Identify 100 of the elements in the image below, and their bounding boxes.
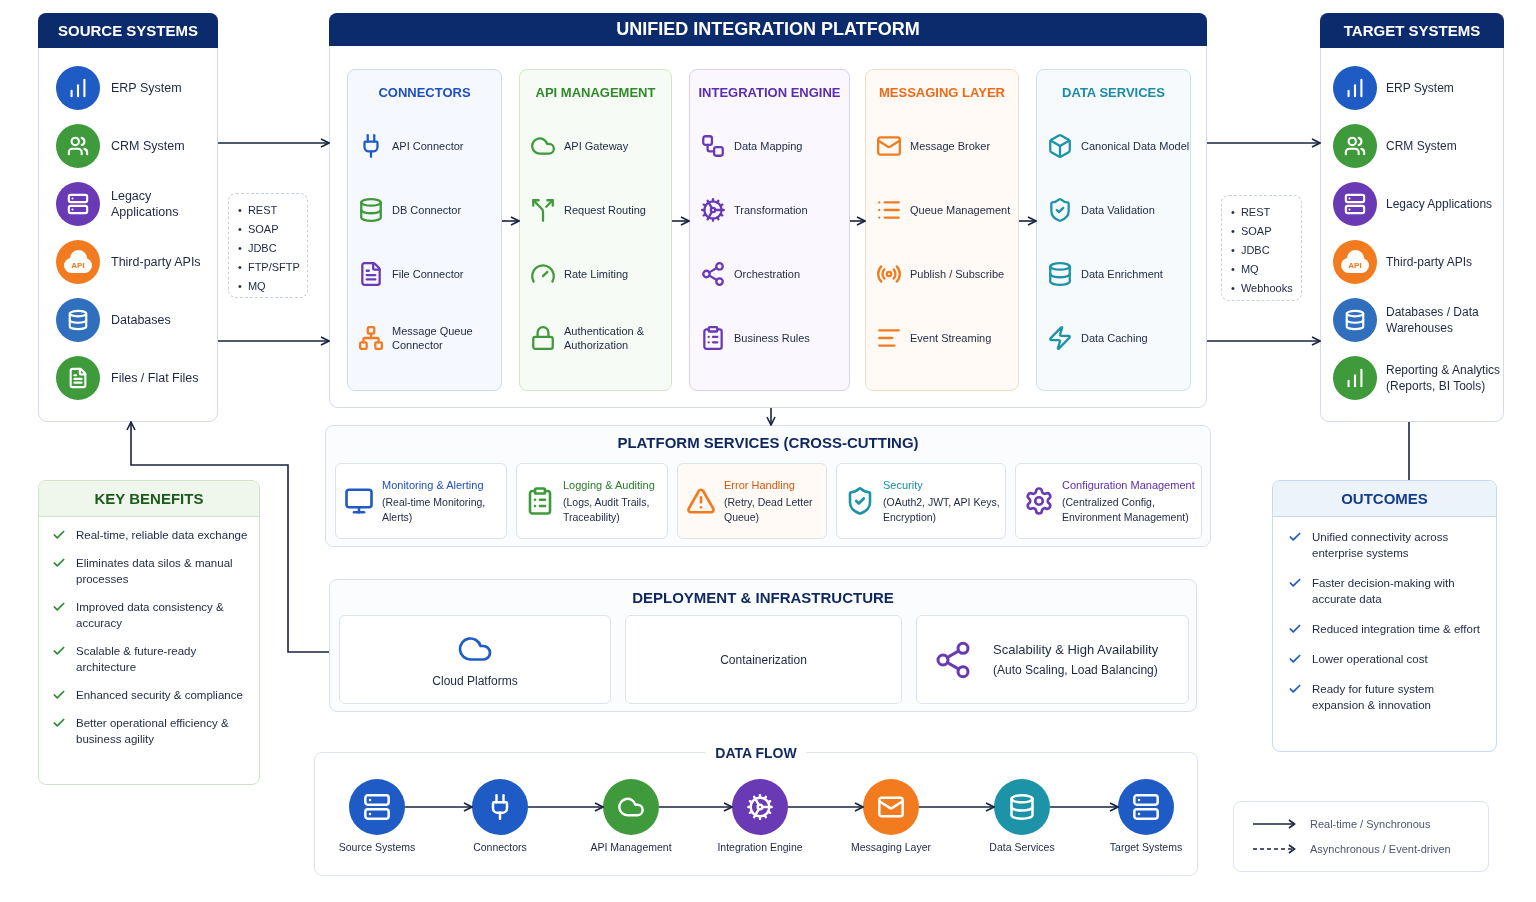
- arrow: [918, 802, 995, 812]
- column-title: CONNECTORS: [378, 85, 471, 101]
- step-caption: Messaging Layer: [851, 841, 931, 854]
- component-name: Data Validation: [1081, 203, 1156, 217]
- arrow: [849, 216, 866, 226]
- component-column: [1036, 69, 1191, 391]
- step-caption: Data Services: [989, 841, 1055, 854]
- service-description: (OAuth2, JWT, API Keys, Encryption): [883, 494, 1001, 525]
- service-card: [1015, 463, 1202, 539]
- protocol-list-box: [1221, 195, 1302, 301]
- list-item-text: Scalable & future-ready architecture: [76, 644, 198, 675]
- column-title: DATA SERVICES: [1062, 85, 1165, 101]
- list-item-text: Faster decision-making with accurate data: [1312, 576, 1456, 607]
- step-caption: Source Systems: [338, 841, 416, 854]
- systems-panel: [1320, 13, 1504, 422]
- service-title: Logging & Auditing: [563, 477, 656, 492]
- system-name: CRM System: [111, 138, 186, 154]
- list-item-text: Reduced integration time & effort: [1312, 622, 1481, 637]
- component-name: Authentication & Authorization: [564, 324, 646, 352]
- component-column: [865, 69, 1019, 391]
- protocol-item: • MQ: [1231, 262, 1259, 277]
- component-name: Message Broker: [910, 139, 992, 153]
- step-caption: API Management: [590, 841, 672, 854]
- deployment-card: [916, 615, 1189, 704]
- card-title: Scalability & High Availability: [993, 641, 1159, 658]
- system-name: ERP System: [1386, 80, 1455, 96]
- arrow: [527, 802, 604, 812]
- database-icon: [994, 779, 1050, 835]
- protocol-item: • FTP/SFTP: [238, 260, 300, 275]
- protocol-item: • Webhooks: [1231, 281, 1293, 296]
- arrow: [1206, 336, 1321, 346]
- arrow: [787, 802, 864, 812]
- protocol-item: • JDBC: [1231, 243, 1270, 258]
- component-name: Data Caching: [1081, 331, 1149, 345]
- info-panel: [38, 480, 260, 785]
- protocol-item: • SOAP: [1231, 224, 1272, 239]
- protocol-list-box: [228, 193, 308, 298]
- component-name: Data Mapping: [734, 139, 804, 153]
- service-title: Monitoring & Alerting: [382, 477, 485, 492]
- deployment-card: [625, 615, 902, 704]
- icon-text: API: [1348, 262, 1362, 270]
- service-card: [335, 463, 507, 539]
- component-name: Publish / Subscribe: [910, 267, 1006, 281]
- step-caption: Integration Engine: [717, 841, 803, 854]
- panel-header: KEY BENEFITS: [39, 481, 259, 517]
- list-item-text: Enhanced security & compliance: [76, 688, 244, 703]
- cloud-icon: [603, 779, 659, 835]
- icon-text: API: [71, 262, 85, 270]
- protocol-item: • MQ: [238, 279, 266, 294]
- column-title: MESSAGING LAYER: [879, 85, 1005, 101]
- service-card: [677, 463, 827, 539]
- plug-icon: [472, 779, 528, 835]
- component-column: [347, 69, 502, 391]
- protocol-item: • SOAP: [238, 222, 279, 237]
- component-name: API Gateway: [564, 139, 630, 153]
- gear-icon: [732, 779, 788, 835]
- list-item-text: Improved data consistency & accuracy: [76, 600, 225, 631]
- card-description: (Auto Scaling, Load Balancing): [993, 662, 1159, 678]
- system-name: Third-party APIs: [111, 254, 202, 270]
- deployment-card: [339, 615, 611, 704]
- list-item-text: Lower operational cost: [1312, 652, 1429, 667]
- systems-panel: [38, 13, 218, 422]
- service-title: Error Handling: [724, 477, 796, 492]
- arrow: [501, 216, 520, 226]
- component-name: Orchestration: [734, 267, 802, 281]
- section-panel: [329, 579, 1197, 712]
- arrow: [1206, 138, 1321, 148]
- service-description: (Retry, Dead Letter Queue): [724, 494, 814, 525]
- service-title: Security: [883, 477, 924, 492]
- section-panel: [325, 425, 1211, 547]
- component-name: Message Queue Connector: [392, 324, 474, 352]
- system-name: CRM System: [1386, 138, 1458, 154]
- step-caption: Connectors: [473, 841, 527, 854]
- service-card: [836, 463, 1006, 539]
- list-item-text: Better operational efficiency & business agility: [76, 716, 230, 747]
- component-name: DB Connector: [392, 203, 463, 217]
- service-card: [516, 463, 668, 539]
- component-column: [519, 69, 672, 391]
- section-title: DEPLOYMENT & INFRASTRUCTURE: [632, 589, 894, 607]
- system-name: ERP System: [111, 80, 183, 96]
- legend-text: Real-time / Synchronous: [1310, 817, 1431, 831]
- panel-header: OUTCOMES: [1273, 481, 1496, 517]
- protocol-item: • REST: [238, 203, 278, 218]
- component-column: [689, 69, 850, 391]
- panel-header: UNIFIED INTEGRATION PLATFORM: [329, 13, 1207, 46]
- component-name: Queue Management: [910, 203, 1012, 217]
- system-name: Databases / Data Warehouses: [1386, 304, 1480, 336]
- card-title: Containerization: [720, 651, 807, 668]
- protocol-item: • REST: [1231, 205, 1271, 220]
- arrow: [1049, 802, 1119, 812]
- info-panel: [1272, 480, 1497, 752]
- component-name: Event Streaming: [910, 331, 993, 345]
- legend-text: Asynchronous / Event-driven: [1310, 842, 1451, 856]
- service-title: Configuration Management: [1062, 477, 1196, 492]
- arrow: [404, 802, 473, 812]
- list-item-text: Unified connectivity across enterprise systems: [1312, 530, 1450, 561]
- arrow: [217, 138, 330, 148]
- list-item-text: Eliminates data silos & manual processes: [76, 556, 234, 587]
- component-name: Rate Limiting: [564, 267, 630, 281]
- component-name: API Connector: [392, 139, 465, 153]
